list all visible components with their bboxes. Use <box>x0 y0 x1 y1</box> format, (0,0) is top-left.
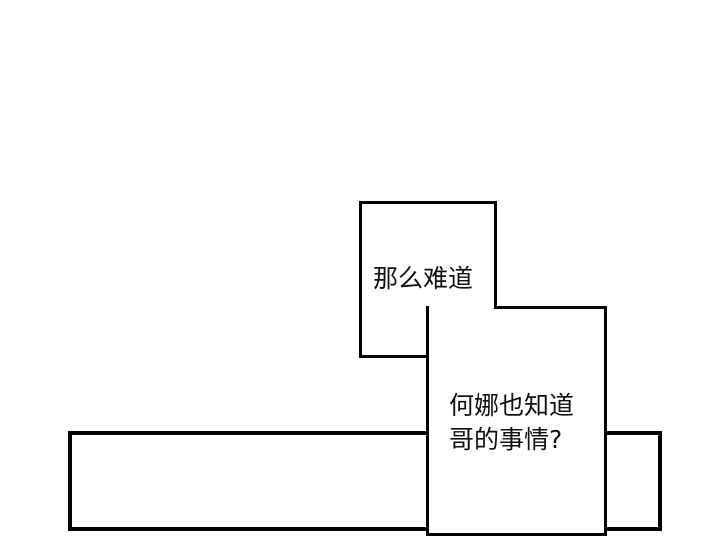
speech-box-joint <box>429 306 494 355</box>
comic-panel: 那么难道 何娜也知道 哥的事情? <box>68 201 662 536</box>
speech-line: 哥的事情? <box>449 425 563 454</box>
speech-text-lower: 何娜也知道 哥的事情? <box>449 389 574 457</box>
speech-line: 那么难道 <box>373 264 474 293</box>
speech-text-upper: 那么难道 <box>373 262 473 296</box>
speech-line: 何娜也知道 <box>449 391 575 420</box>
